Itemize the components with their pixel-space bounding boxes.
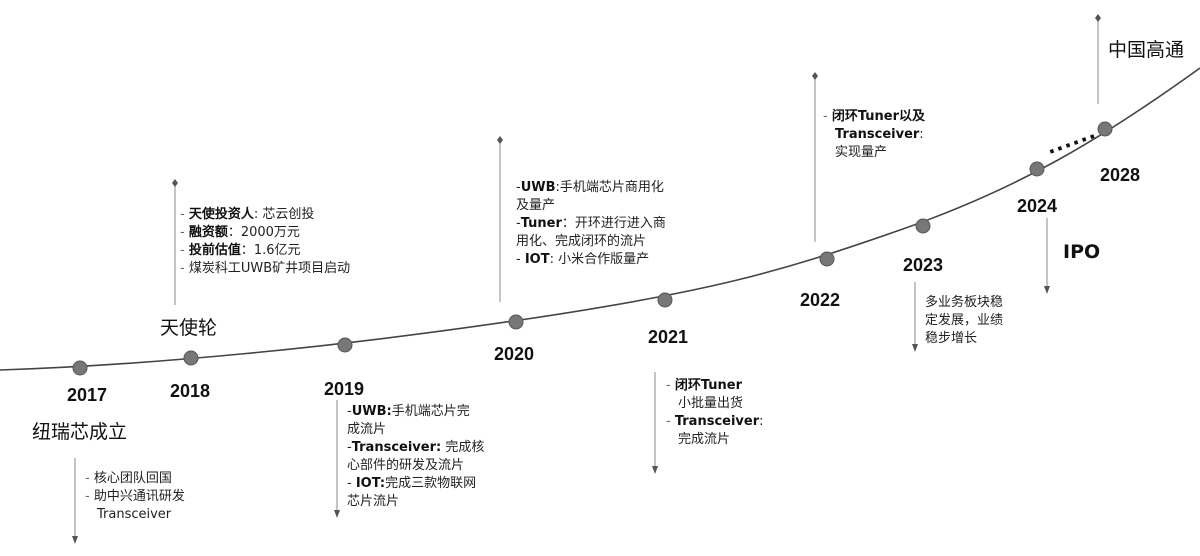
year-dot: [657, 292, 673, 308]
note-line: 心部件的研发及流片: [347, 458, 465, 473]
year-dot: [915, 218, 931, 234]
year-dot: [819, 251, 835, 267]
year-label-2022: 2022: [800, 290, 841, 310]
year-dot: [337, 337, 353, 353]
note-line: 完成流片: [678, 432, 731, 447]
year-label-2019: 2019: [324, 379, 365, 399]
note-line: -Transceiver: 完成核: [347, 440, 485, 455]
note-line: 多业务板块稳: [925, 295, 1004, 310]
note-line: Transceiver: [97, 507, 172, 522]
note-line: -UWB:手机端芯片完: [347, 404, 470, 419]
note-line: 实现量产: [835, 145, 888, 160]
note-2018: - 天使投资人: 芯云创投 - 融资额：2000万元 - 投前估值：1.6亿元 …: [180, 206, 350, 278]
year-dot: [508, 314, 524, 330]
note-line: - 融资额：2000万元: [180, 225, 300, 240]
year-label-2018: 2018: [170, 381, 211, 401]
note-line: - 闭环Tuner: [666, 378, 743, 393]
note-line: - 闭环Tuner以及: [823, 109, 926, 124]
year-dot: [72, 360, 88, 376]
note-line: - 投前估值：1.6亿元: [180, 243, 301, 258]
note-line: Transceiver:: [835, 127, 924, 142]
note-line: - 天使投资人: 芯云创投: [180, 207, 315, 222]
milestone-founded: 纽瑞芯成立: [32, 421, 128, 443]
connector-marker: [812, 72, 818, 80]
year-label-2028: 2028: [1100, 165, 1141, 185]
note-line: - 煤炭科工UWB矿井项目启动: [180, 261, 351, 276]
note-line: 稳步增长: [925, 331, 978, 346]
note-line: 小批量出货: [678, 396, 744, 411]
note-line: 芯片流片: [347, 494, 400, 509]
year-dot: [183, 350, 199, 366]
note-2021: - 闭环Tuner 小批量出货 - Transceiver: 完成流片: [666, 377, 764, 449]
note-line: - 核心团队回国: [85, 471, 172, 486]
connector-lines: [72, 14, 1101, 544]
year-dot: [1029, 161, 1045, 177]
note-line: - IOT:完成三款物联网: [347, 476, 477, 491]
timeline-curve: [0, 67, 1200, 371]
note-line: 用化、完成闭环的流片: [516, 234, 647, 249]
note-2022: - 闭环Tuner以及 Transceiver: 实现量产: [823, 108, 925, 162]
year-dots: [72, 121, 1113, 376]
note-line: - Transceiver:: [666, 414, 764, 429]
year-label-2020: 2020: [494, 344, 535, 364]
note-line: - 助中兴通讯研发: [85, 489, 185, 504]
connector-marker: [497, 136, 503, 144]
note-2020: -UWB:手机端芯片商用化 及量产 -Tuner：开环进行进入商 用化、完成闭环…: [516, 179, 666, 269]
year-dot: [1097, 121, 1113, 137]
note-line: 定发展，业绩: [925, 313, 1004, 328]
milestone-angel-round: 天使轮: [160, 317, 218, 339]
note-line: 成流片: [347, 422, 387, 437]
year-label-2023: 2023: [903, 255, 944, 275]
milestone-china-qualcomm: 中国高通: [1108, 39, 1185, 61]
milestone-ipo: IPO: [1063, 241, 1101, 263]
year-label-2017: 2017: [67, 385, 108, 405]
year-label-2021: 2021: [648, 327, 689, 347]
note-2023: 多业务板块稳 定发展，业绩 稳步增长: [925, 294, 1003, 348]
year-label-2024: 2024: [1017, 196, 1058, 216]
connector-marker: [172, 179, 178, 187]
note-line: 及量产: [516, 198, 556, 213]
note-line: - IOT: 小米合作版量产: [516, 252, 650, 267]
note-2017: - 核心团队回国 - 助中兴通讯研发 Transceiver: [85, 470, 185, 524]
note-line: -UWB:手机端芯片商用化: [516, 180, 664, 195]
connector-marker: [1095, 14, 1101, 22]
note-2019: -UWB:手机端芯片完 成流片 -Transceiver: 完成核 心部件的研发…: [347, 403, 484, 511]
note-line: -Tuner：开环进行进入商: [516, 216, 666, 231]
